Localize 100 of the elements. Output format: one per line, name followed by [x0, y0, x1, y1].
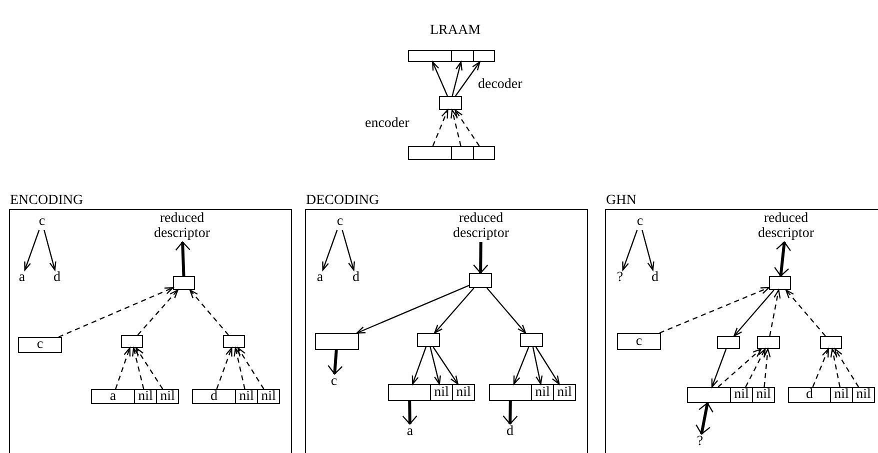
unit-box — [439, 96, 462, 110]
arrow — [430, 346, 441, 385]
dashed-arrow — [454, 109, 480, 146]
dashed-arrow — [812, 348, 829, 388]
dashed-arrow — [764, 348, 771, 388]
dashed-arrow — [745, 348, 766, 388]
record-field: nil — [830, 387, 853, 403]
unit-box — [757, 336, 780, 349]
panel-heading: DECODING — [306, 193, 380, 208]
edge-caption: decoder — [478, 77, 522, 92]
unit-box — [121, 335, 143, 348]
dashed-arrow — [237, 347, 264, 390]
unit-box — [469, 273, 492, 288]
tree-label: c — [329, 374, 339, 390]
unit-box — [769, 276, 791, 290]
dashed-arrow — [189, 289, 229, 336]
dashed-arrow — [216, 347, 232, 390]
unit-box — [315, 333, 359, 350]
diagram-title: LRAAM — [430, 23, 481, 38]
unit-box — [223, 335, 245, 348]
tree-label: d — [650, 270, 660, 286]
arrow — [434, 288, 474, 334]
arrow — [734, 290, 774, 337]
descriptor-label: reduced descriptor — [144, 211, 220, 242]
arrow — [432, 61, 448, 96]
dashed-arrow — [432, 109, 448, 146]
panel-heading: GHN — [606, 193, 636, 208]
unit-box — [173, 276, 195, 290]
record-field: nil — [430, 384, 453, 401]
dashed-arrow — [769, 289, 781, 336]
unit-box — [520, 333, 543, 347]
edge-caption: encoder — [365, 116, 410, 131]
tree-label: d — [351, 270, 361, 286]
dashed-arrow — [58, 287, 174, 338]
unit-box — [408, 50, 452, 62]
unit-box — [408, 146, 452, 160]
dashed-arrow — [115, 347, 131, 390]
arrow — [486, 288, 526, 334]
record-field: c — [617, 333, 661, 350]
record-field: nil — [531, 384, 554, 401]
tree-label: ? — [615, 270, 625, 286]
tree-label: d — [52, 270, 62, 286]
record-field: d — [192, 389, 236, 404]
arrow — [322, 230, 338, 271]
tree-label: c — [37, 214, 47, 230]
record-field: nil — [235, 389, 258, 404]
arrow — [711, 348, 727, 388]
arrow — [452, 61, 462, 96]
unit-box — [489, 384, 532, 401]
dashed-arrow — [785, 289, 826, 336]
dashed-arrow — [137, 289, 178, 336]
tree-label: a — [405, 424, 415, 440]
arrow — [455, 61, 480, 96]
record-field: nil — [257, 389, 280, 404]
double-arrow — [774, 241, 792, 277]
record-field: d — [788, 387, 831, 403]
descriptor-label: reduced descriptor — [443, 211, 519, 242]
double-arrow — [473, 242, 488, 274]
arrow — [432, 346, 458, 385]
dashed-arrow — [659, 286, 770, 334]
unit-box — [451, 146, 474, 160]
arrow — [513, 346, 530, 385]
unit-box — [717, 336, 740, 349]
arrow — [412, 346, 427, 385]
dashed-arrow — [834, 348, 860, 388]
unit-box — [417, 333, 440, 347]
arrow — [342, 230, 355, 271]
record-field: nil — [752, 387, 775, 403]
tree-label: ? — [695, 434, 705, 450]
unit-box — [473, 50, 495, 62]
dashed-arrow — [132, 347, 144, 390]
panel-heading: ENCODING — [10, 193, 84, 208]
record-field: nil — [553, 384, 576, 401]
record-field: nil — [730, 387, 753, 403]
dashed-arrow — [718, 348, 762, 388]
double-arrow — [175, 241, 190, 276]
tree-label: a — [315, 270, 325, 286]
tree-label: d — [505, 424, 515, 440]
arrow — [622, 230, 638, 271]
unit-box — [687, 387, 731, 403]
tree-label: c — [335, 214, 345, 230]
dashed-arrow — [136, 347, 164, 390]
double-arrow — [328, 350, 343, 375]
arrow — [532, 346, 543, 385]
record-field: c — [18, 337, 62, 353]
dashed-arrow — [450, 109, 462, 146]
arrow — [356, 284, 470, 334]
double-arrow — [502, 400, 518, 425]
dashed-arrow — [830, 348, 840, 388]
tree-label: a — [17, 270, 27, 286]
tree-label: c — [635, 214, 645, 230]
unit-box — [451, 50, 474, 62]
arrow — [44, 230, 56, 271]
double-arrow — [402, 400, 418, 425]
dashed-arrow — [234, 347, 246, 390]
double-arrow — [696, 402, 714, 435]
unit-box — [473, 146, 495, 160]
descriptor-label: reduced descriptor — [748, 211, 824, 242]
arrow — [24, 230, 40, 271]
record-field: a — [91, 389, 135, 404]
